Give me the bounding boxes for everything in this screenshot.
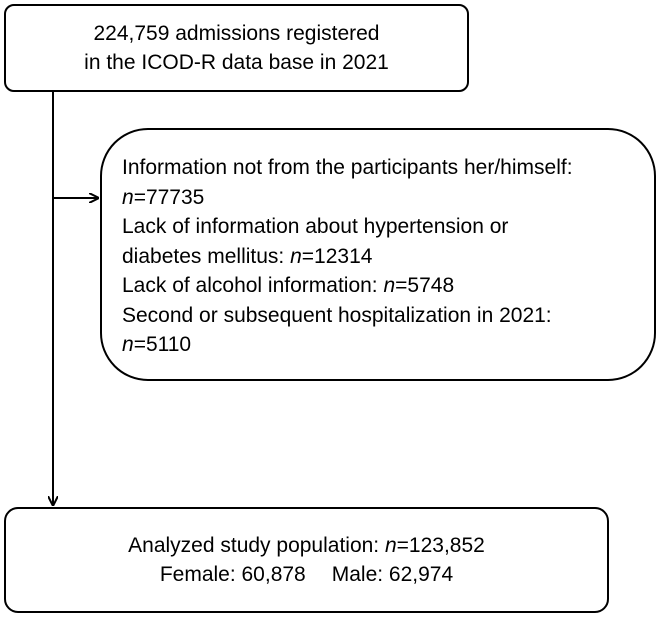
exclusion-item-4-text: Second or subsequent hospitalization in …	[122, 303, 552, 327]
exclusion-item-3-text: Lack of alcohol information:	[122, 274, 384, 297]
n-label: n	[290, 244, 302, 268]
exclusion-item-4-count: n=5110	[122, 330, 654, 360]
n-value: =12314	[301, 244, 373, 268]
n-value: =123,852	[396, 534, 485, 557]
sex-breakdown-line: Female: 60,878 Male: 62,974	[160, 560, 453, 589]
female-count: Female: 60,878	[159, 563, 306, 586]
exclusion-item-2-text: diabetes mellitus:	[122, 244, 291, 268]
exclusion-item-2-line-2: diabetes mellitus: n=12314	[122, 242, 654, 272]
n-label: n	[384, 534, 397, 557]
n-label: n	[122, 333, 134, 356]
exclusion-box: Information not from the participants he…	[100, 128, 656, 381]
male-count: Male: 62,974	[331, 563, 454, 586]
admissions-line-2: in the ICOD-R data base in 2021	[84, 51, 389, 74]
admissions-line-1: 224,759 admissions registered	[93, 22, 380, 45]
n-value: =5110	[133, 333, 192, 356]
exclusion-item-2-line-1: Lack of information about hypertension o…	[122, 215, 509, 238]
study-population-line: Analyzed study population: n=123,852	[128, 531, 485, 560]
study-population-box: Analyzed study population: n=123,852 Fem…	[4, 507, 609, 613]
admissions-box: 224,759 admissions registered in the ICO…	[4, 4, 469, 92]
n-label: n	[122, 185, 134, 209]
n-value: =5748	[395, 274, 455, 297]
exclusion-item-1-text: Information not from the participants he…	[122, 156, 573, 179]
study-population-text: Analyzed study population:	[128, 534, 385, 557]
n-label: n	[383, 274, 396, 297]
exclusion-item-1-count: n=77735	[122, 183, 654, 213]
exclusion-item-3: Lack of alcohol information: n=5748	[122, 271, 654, 301]
n-value: =77735	[133, 185, 205, 209]
